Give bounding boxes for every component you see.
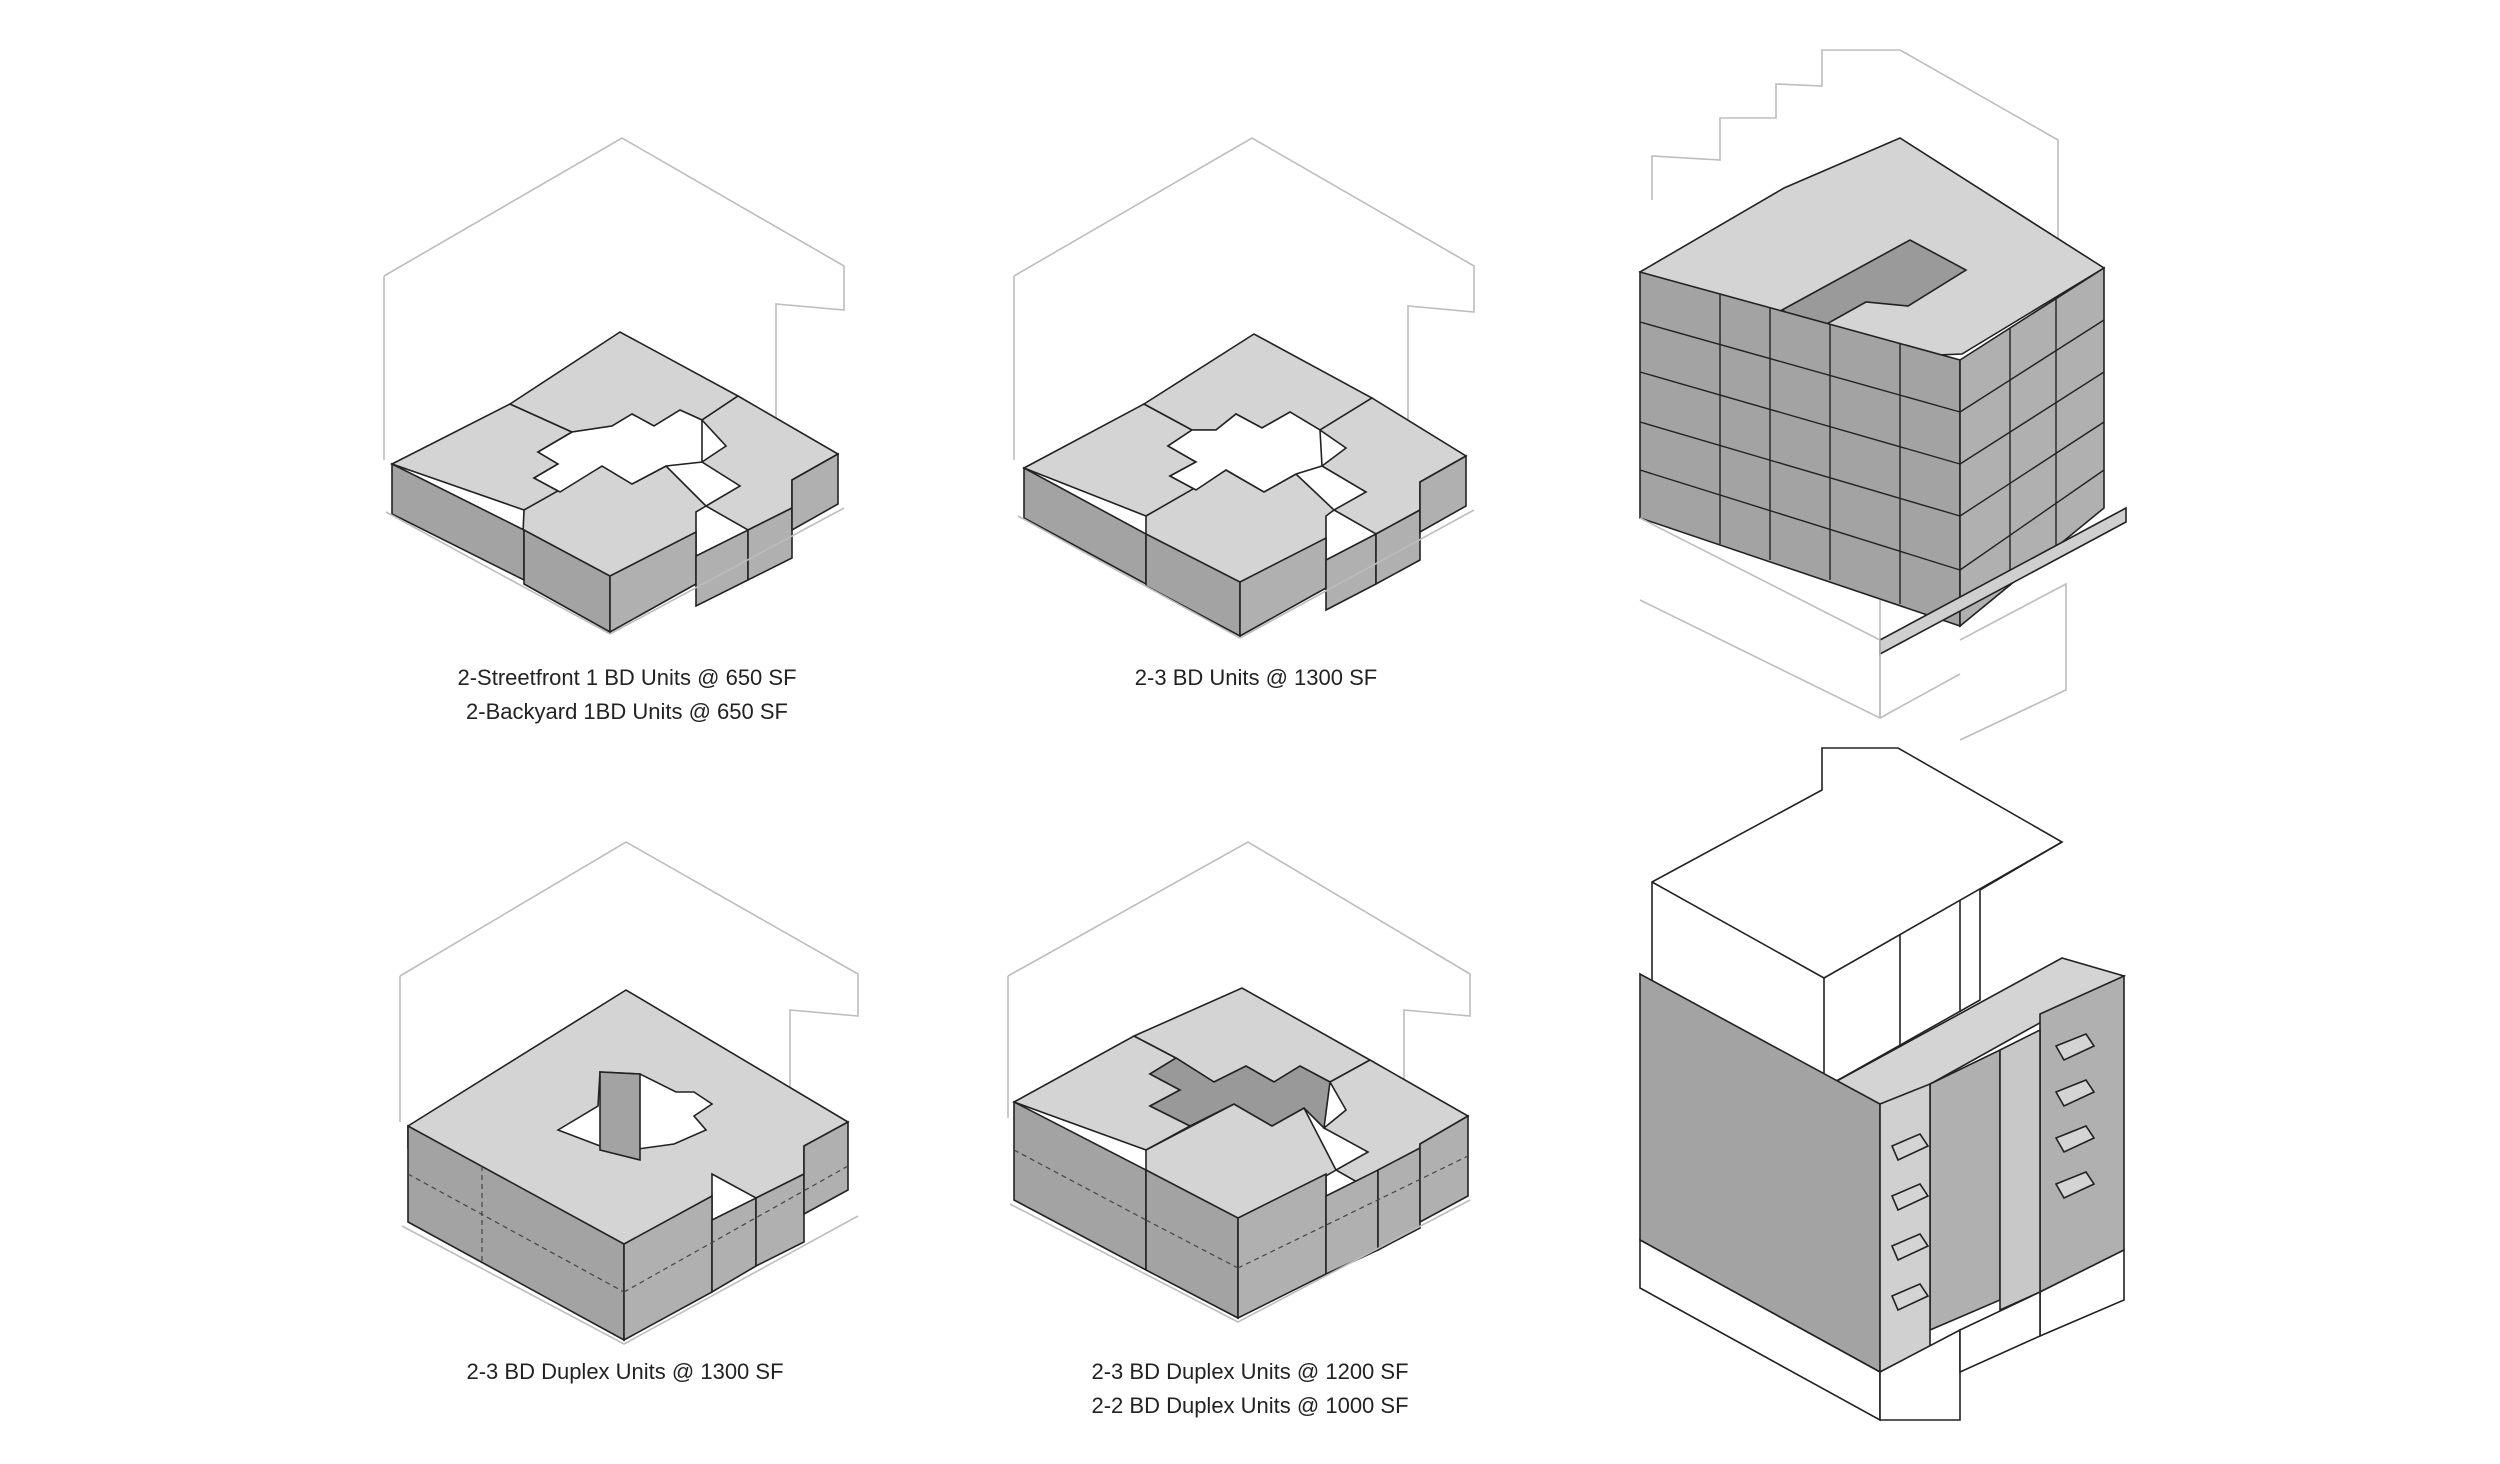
envelope-outline-2 — [1013, 137, 1475, 460]
envelope-outline-5 — [1007, 841, 1471, 1130]
caption-1-line-2: 2-Backyard 1BD Units @ 650 SF — [466, 699, 788, 724]
caption-1-line-1: 2-Streetfront 1 BD Units @ 650 SF — [457, 665, 797, 690]
unit-volumes-2 — [1022, 333, 1468, 638]
caption-2-line-1: 2-3 BD Units @ 1300 SF — [1134, 665, 1378, 690]
diagram-2 — [1013, 137, 1475, 639]
unit-volumes-5 — [1012, 987, 1470, 1320]
caption-diagram-1: 2-Streetfront 1 BD Units @ 650 SF 2-Back… — [417, 661, 837, 729]
caption-4-line-1: 2-3 BD Duplex Units @ 1300 SF — [466, 1359, 784, 1384]
caption-5-line-2: 2-2 BD Duplex Units @ 1000 SF — [1091, 1393, 1409, 1418]
caption-diagram-4: 2-3 BD Duplex Units @ 1300 SF — [430, 1355, 820, 1389]
envelope-outline-4 — [399, 841, 859, 1130]
caption-diagram-5: 2-3 BD Duplex Units @ 1200 SF 2-2 BD Dup… — [1050, 1355, 1450, 1423]
caption-diagram-2: 2-3 BD Units @ 1300 SF — [1066, 661, 1446, 695]
unit-volumes-4 — [407, 989, 850, 1342]
diagram-3 — [1638, 49, 2127, 741]
diagram-1 — [383, 137, 845, 635]
stacked-units-3 — [1638, 137, 2127, 656]
caption-5-line-1: 2-3 BD Duplex Units @ 1200 SF — [1091, 1359, 1409, 1384]
diagram-6 — [1639, 747, 2127, 1422]
diagram-5 — [1007, 841, 1471, 1323]
diagram-4 — [399, 841, 859, 1345]
unit-volumes-1 — [389, 331, 840, 634]
envelope-outline-1 — [383, 137, 845, 460]
